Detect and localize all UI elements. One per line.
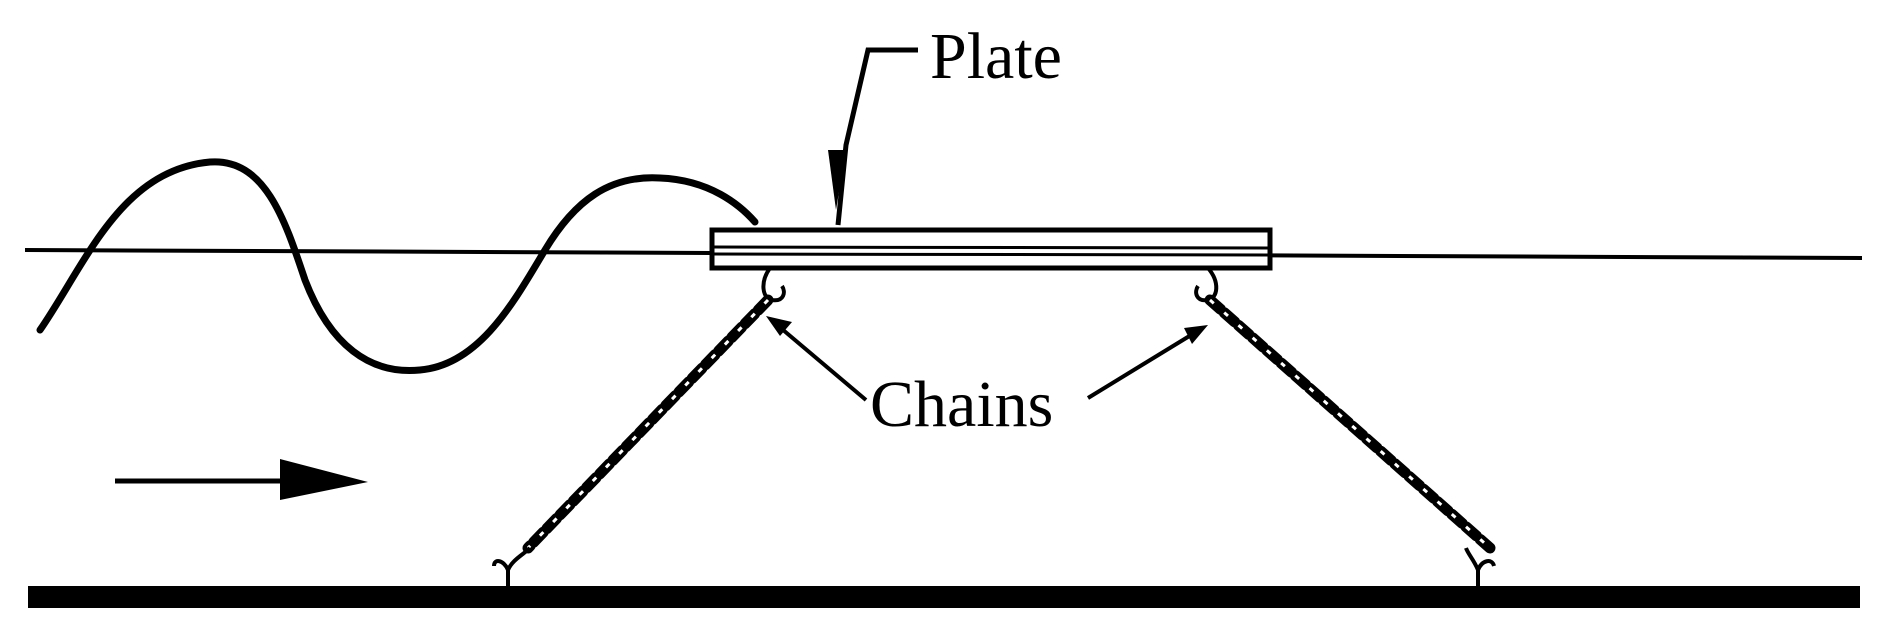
plate-leader-arrow xyxy=(828,47,918,226)
chains-leader-left xyxy=(766,316,868,402)
left-anchor-hook xyxy=(492,546,532,588)
wave-direction-arrow xyxy=(115,459,368,500)
left-chain xyxy=(522,294,774,554)
right-anchor-hook xyxy=(1464,547,1496,588)
seabed xyxy=(28,586,1860,608)
chains-leader-right xyxy=(1086,325,1208,400)
wave-curve xyxy=(36,158,759,375)
plate-label: Plate xyxy=(930,20,1062,93)
plate xyxy=(709,227,1273,271)
right-chain xyxy=(1204,294,1496,554)
chains-label: Chains xyxy=(870,368,1054,441)
right-hook xyxy=(1194,266,1219,303)
